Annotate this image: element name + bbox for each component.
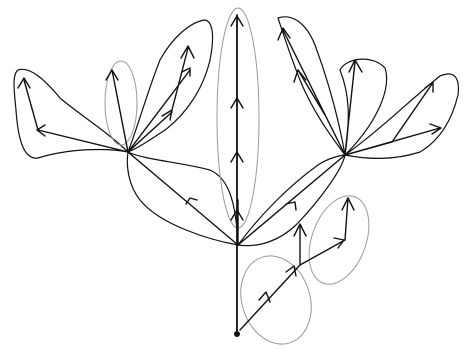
- lower-right-chain: [240, 198, 354, 330]
- right-bottom-oval: [298, 188, 380, 293]
- bottom-oval: [230, 247, 322, 354]
- far-right-lobe-outline: [345, 74, 458, 158]
- center-oval: [217, 8, 259, 228]
- left-node-branches: [18, 46, 194, 152]
- left-upper-lobe-outline: [128, 20, 213, 152]
- left-lobe-outline: [14, 69, 128, 158]
- right-node-branches: [278, 28, 441, 155]
- root-node: [234, 331, 240, 337]
